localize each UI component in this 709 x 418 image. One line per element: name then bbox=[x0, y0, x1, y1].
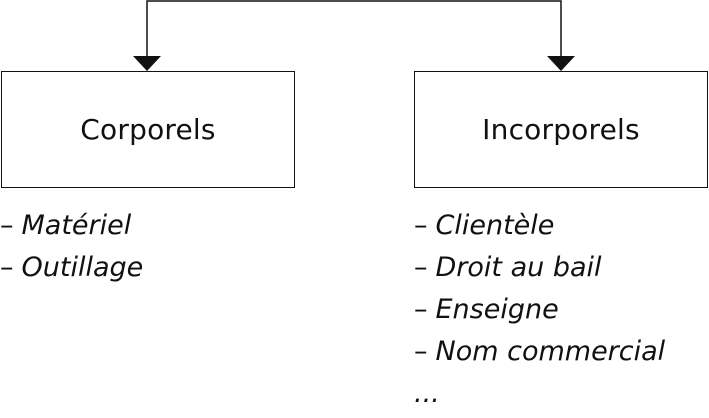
list-item: –Droit au bail bbox=[414, 252, 602, 283]
incorporels-box: Incorporels bbox=[414, 71, 708, 188]
list-continuation: ... bbox=[414, 378, 440, 409]
list-item: –Outillage bbox=[0, 252, 144, 283]
incorporels-label: Incorporels bbox=[482, 113, 640, 146]
incorporels-list: –Clientèle –Droit au bail –Enseigne –Nom… bbox=[414, 205, 665, 415]
arrow-to-incorporels-icon bbox=[547, 56, 575, 71]
corporels-label: Corporels bbox=[80, 113, 216, 146]
list-item: –Matériel bbox=[0, 210, 132, 241]
corporels-list: –Matériel –Outillage bbox=[0, 205, 143, 289]
list-item: –Enseigne bbox=[414, 294, 559, 325]
arrow-to-corporels-icon bbox=[133, 56, 161, 71]
corporels-box: Corporels bbox=[1, 71, 295, 188]
list-item: –Clientèle bbox=[414, 210, 555, 241]
list-item: –Nom commercial bbox=[414, 336, 666, 367]
connector-line bbox=[146, 0, 562, 56]
